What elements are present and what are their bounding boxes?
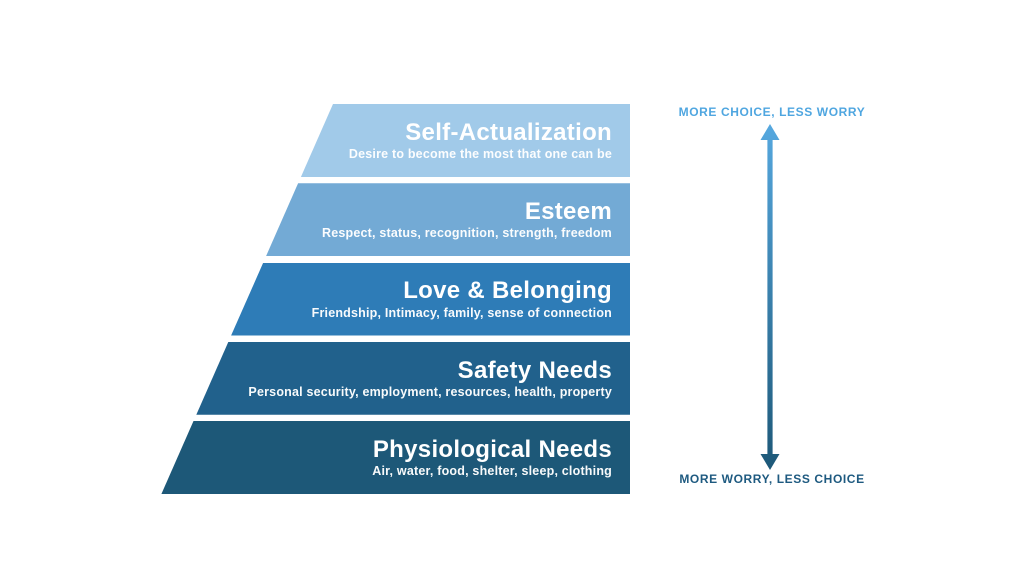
more-choice-less-worry-label: MORE CHOICE, LESS WORRY: [678, 105, 866, 119]
tier-description: Personal security, employment, resources…: [248, 384, 612, 399]
pyramid-tier: Physiological Needs Air, water, food, sh…: [161, 421, 630, 494]
tier-label: Self-Actualization: [405, 118, 612, 146]
tier-description: Air, water, food, shelter, sleep, clothi…: [372, 464, 612, 479]
pyramid-tier: Esteem Respect, status, recognition, str…: [266, 183, 630, 257]
tier-description: Friendship, Intimacy, family, sense of c…: [311, 305, 612, 320]
tier-label: Love & Belonging: [403, 277, 612, 305]
pyramid-tier: Self-Actualization Desire to become the …: [300, 104, 630, 177]
tier-description: Desire to become the most that one can b…: [348, 147, 612, 162]
choice-worry-double-arrow-icon: [755, 124, 785, 470]
pyramid-tier: Safety Needs Personal security, employme…: [196, 341, 630, 415]
tier-label: Esteem: [524, 198, 612, 226]
pyramid: Self-Actualization Desire to become the …: [155, 104, 630, 494]
pyramid-tier: Love & Belonging Friendship, Intimacy, f…: [231, 262, 630, 336]
tier-label: Safety Needs: [457, 356, 612, 384]
more-worry-less-choice-label: MORE WORRY, LESS CHOICE: [679, 472, 865, 486]
tier-label: Physiological Needs: [372, 435, 612, 463]
tier-description: Respect, status, recognition, strength, …: [321, 226, 612, 241]
